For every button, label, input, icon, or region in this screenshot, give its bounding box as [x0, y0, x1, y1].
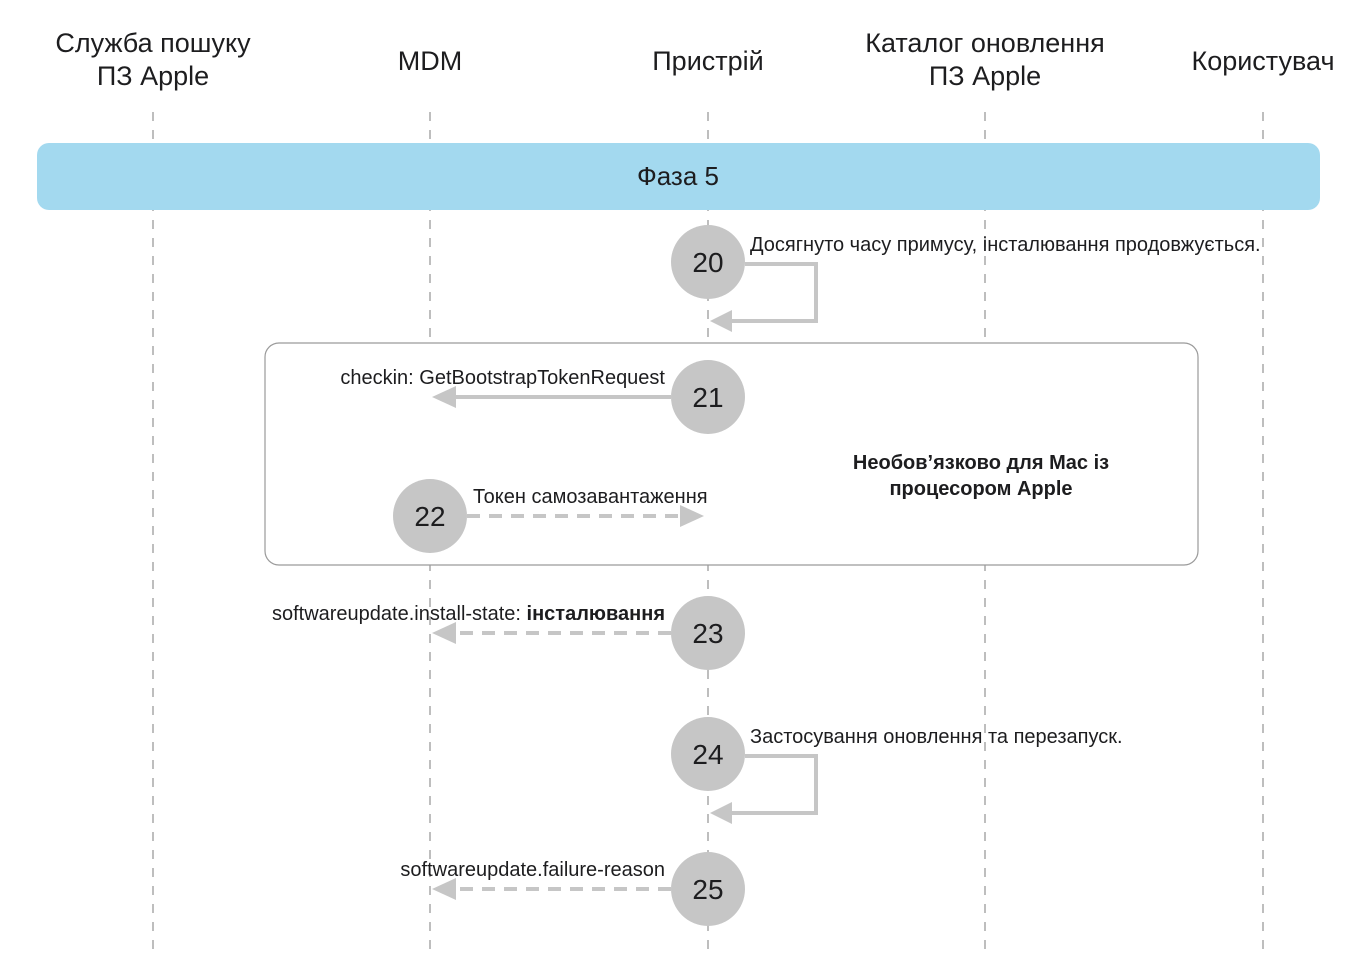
- arrow-head: [680, 505, 704, 527]
- step-20: 20 Досягнуто часу примусу, інсталювання п…: [671, 225, 1261, 332]
- step-number: 22: [414, 501, 445, 532]
- step-25: 25 softwareupdate.failure-reason: [400, 852, 745, 926]
- step-circle: [393, 479, 467, 553]
- optional-group-note: Необов’язково для Mac із процесором Apple: [853, 452, 1109, 500]
- steps: 20 Досягнуто часу примусу, інсталювання п…: [272, 225, 1261, 926]
- phase-banner: Фаза 5: [37, 143, 1320, 210]
- message-label-part: Застосування оновлення та перезапуск.: [750, 726, 1123, 748]
- message-label: Досягнуто часу примусу, інсталювання про…: [750, 234, 1261, 256]
- step-circle: [671, 225, 745, 299]
- message-label: checkin: GetBootstrapTokenRequest: [340, 367, 665, 389]
- message-label-part: Токен самозавантаження: [473, 486, 708, 508]
- step-number: 21: [692, 382, 723, 413]
- message-label-part: Досягнуто часу примусу, інсталювання про…: [750, 234, 1261, 256]
- arrow-head: [432, 622, 456, 644]
- phase-label: Фаза 5: [637, 161, 719, 191]
- lane-title-apple-search: ПЗ Apple: [97, 61, 209, 91]
- self-loop-arrow: [732, 262, 818, 323]
- step-21: 21 checkin: GetBootstrapTokenRequest: [340, 360, 745, 434]
- self-loop-arrow: [732, 754, 818, 815]
- step-circle: [671, 360, 745, 434]
- lane-title-user: Користувач: [1191, 46, 1334, 76]
- arrow-head: [432, 386, 456, 408]
- step-number: 24: [692, 739, 723, 770]
- message-label-part: softwareupdate.failure-reason: [400, 859, 665, 881]
- arrow-head: [710, 802, 732, 824]
- message-label-part: checkin: GetBootstrapTokenRequest: [340, 367, 665, 389]
- lane-title-apple-catalog: ПЗ Apple: [929, 61, 1041, 91]
- step-23: 23 softwareupdate.install-state: інсталюв…: [272, 596, 745, 670]
- step-24: 24 Застосування оновлення та перезапуск.: [671, 717, 1123, 824]
- message-label: softwareupdate.install-state: інсталюван…: [272, 603, 665, 625]
- step-circle: [671, 852, 745, 926]
- arrow-head: [710, 310, 732, 332]
- lane-title-mdm: MDM: [398, 46, 462, 76]
- step-circle: [671, 596, 745, 670]
- step-22: 22 Токен самозавантаження: [393, 479, 708, 553]
- optional-group-note-line: Необов’язково для Mac із: [853, 452, 1109, 474]
- lane-title-device: Пристрій: [652, 46, 763, 76]
- phase-banner-background: [37, 143, 1320, 210]
- optional-group-note-line: процесором Apple: [889, 478, 1072, 500]
- step-number: 25: [692, 874, 723, 905]
- message-label: Токен самозавантаження: [473, 486, 708, 508]
- lane-title-apple-catalog: Каталог оновлення: [865, 28, 1105, 58]
- arrow-head: [432, 878, 456, 900]
- step-number: 23: [692, 618, 723, 649]
- lane-title-apple-search: Служба пошуку: [55, 28, 251, 58]
- message-label: Застосування оновлення та перезапуск.: [750, 726, 1123, 748]
- step-circle: [671, 717, 745, 791]
- message-label-part: інсталювання: [527, 603, 665, 625]
- message-label-part: softwareupdate.install-state:: [272, 603, 527, 625]
- step-number: 20: [692, 247, 723, 278]
- message-label: softwareupdate.failure-reason: [400, 859, 665, 881]
